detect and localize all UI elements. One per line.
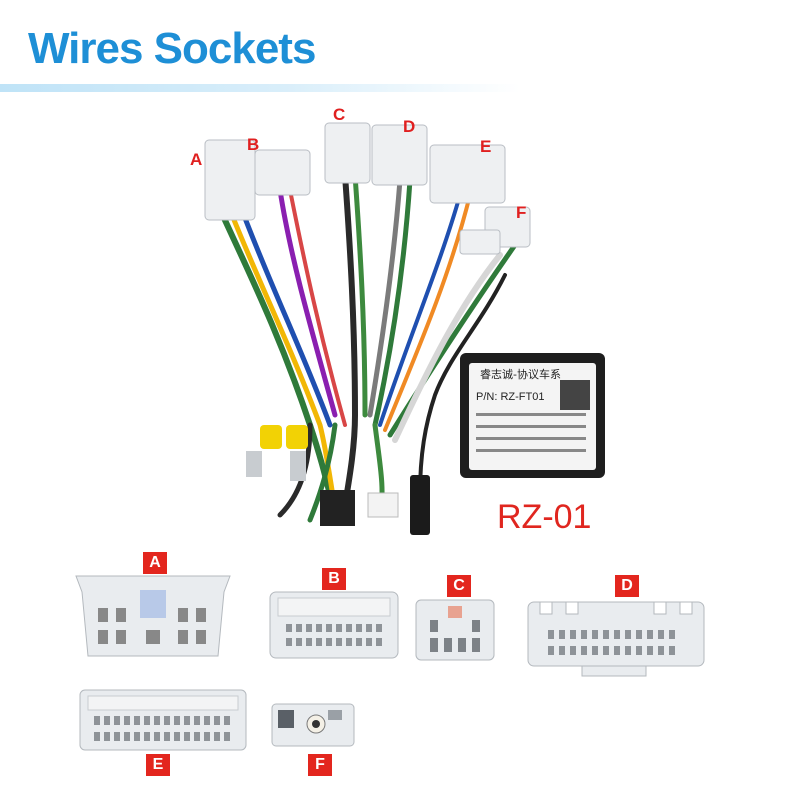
- harness-label-f: F: [516, 203, 527, 222]
- socket-a-image: [75, 575, 231, 657]
- harness-label-c: C: [333, 105, 346, 124]
- harness-label-d: D: [403, 117, 416, 136]
- model-label: RZ-01: [497, 498, 592, 536]
- wiring-harness-photo: 睿志诚-协议车系 P/N: RZ-FT01: [204, 122, 605, 535]
- socket-f-image: [271, 703, 355, 747]
- socket-badge-a: A: [143, 552, 167, 574]
- socket-b-image: [269, 591, 399, 659]
- title-underline: [0, 84, 520, 92]
- module-brand-text: 睿志诚-协议车系: [480, 367, 561, 381]
- socket-badge-b: B: [322, 568, 346, 590]
- socket-e-image: [79, 689, 247, 751]
- socket-badge-c: C: [447, 575, 471, 597]
- harness-label-e: E: [480, 137, 492, 156]
- module-part-number: P/N: RZ-FT01: [476, 391, 544, 403]
- socket-d-image: [527, 601, 705, 677]
- socket-c-image: [415, 599, 495, 661]
- socket-badge-d: D: [615, 575, 639, 597]
- harness-label-a: A: [190, 150, 203, 169]
- socket-badge-e: E: [146, 754, 170, 776]
- page-title: Wires Sockets: [28, 24, 316, 73]
- harness-label-b: B: [247, 135, 260, 154]
- socket-badge-f: F: [308, 754, 332, 776]
